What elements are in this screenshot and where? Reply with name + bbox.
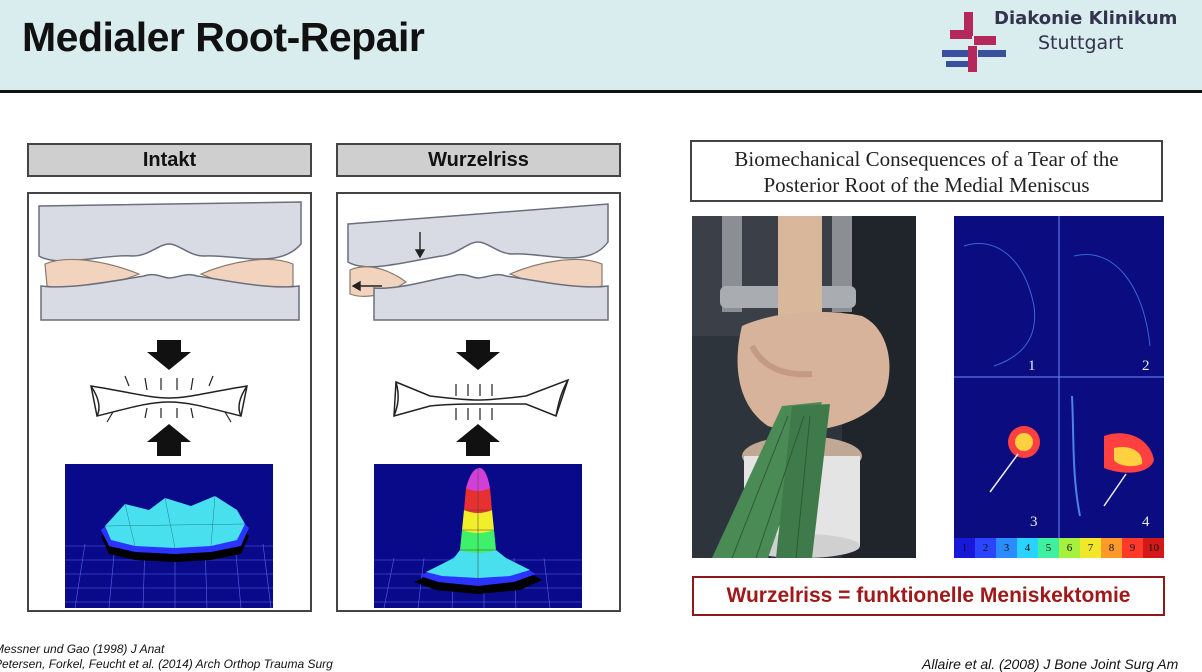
scale-label: 4 [1024, 542, 1031, 554]
knee-joint-intact-diagram [38, 201, 302, 321]
diakonie-cross-logo-icon [942, 12, 1006, 72]
panel-wurzelriss-figure [336, 192, 621, 612]
reference-allaire: Allaire et al. (2008) J Bone Joint Surg … [922, 656, 1179, 672]
study-title-line-2: Posterior Root of the Medial Meniscus [763, 173, 1090, 197]
conclusion-box: Wurzelriss = funktionelle Meniskektomie [692, 576, 1165, 616]
scale-label: 6 [1066, 542, 1073, 554]
quadrant-label-4: 4 [1142, 514, 1150, 530]
panel-intakt-figure [27, 192, 312, 612]
meniscus-load-intact-diagram [90, 340, 248, 456]
pressure-map-root-tear [374, 464, 582, 608]
scale-label: 1 [961, 542, 968, 554]
scale-label: 7 [1087, 542, 1094, 554]
scale-label: 10 [1148, 542, 1159, 554]
cadaver-knee-test-photo [692, 216, 916, 558]
quadrant-label-2: 2 [1142, 358, 1150, 374]
study-title: Biomechanical Consequences of a Tear of … [690, 140, 1163, 202]
pressure-scale: 1 2 3 4 5 6 7 8 9 10 [954, 538, 1164, 558]
slide-title: Medialer Root-Repair [22, 14, 425, 60]
scale-label: 3 [1003, 542, 1010, 554]
meniscus-load-root-tear-diagram [393, 340, 570, 456]
knee-joint-root-tear-diagram [347, 203, 609, 321]
slide-header: Medialer Root-Repair Diakonie Klinikum S… [0, 0, 1202, 93]
reference-messner: Messner und Gao (1998) J Anat [0, 642, 165, 656]
pressure-map-quadrants: 1 2 3 4 1 2 3 4 5 6 7 8 9 10 [954, 216, 1164, 558]
scale-label: 8 [1108, 542, 1115, 554]
pressure-map-intact [65, 464, 273, 608]
quadrant-label-1: 1 [1028, 358, 1036, 374]
panel-wurzelriss-heading: Wurzelriss [336, 143, 621, 177]
scale-label: 9 [1129, 542, 1136, 554]
clinic-name: Diakonie Klinikum [994, 8, 1178, 29]
clinic-logo: Diakonie Klinikum Stuttgart [938, 6, 1178, 82]
clinic-city: Stuttgart [1038, 32, 1124, 54]
study-title-line-1: Biomechanical Consequences of a Tear of … [734, 147, 1119, 171]
panel-intakt-heading: Intakt [27, 143, 312, 177]
scale-label: 5 [1045, 542, 1052, 554]
scale-label: 2 [982, 542, 989, 554]
reference-petersen: Petersen, Forkel, Feucht et al. (2014) A… [0, 657, 333, 671]
quadrant-label-3: 3 [1030, 514, 1038, 530]
